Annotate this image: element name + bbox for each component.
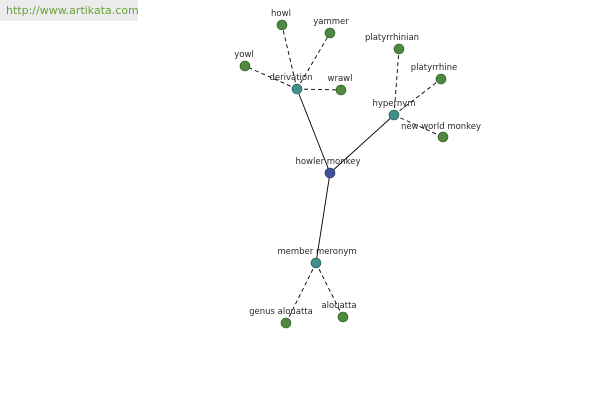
root-node-label: howler monkey [295,157,360,167]
relation-label-member-meronym: member meronym [277,247,356,257]
edge-root-to-hypernym [329,114,395,174]
term-label-platyrrhine: platyrrhine [411,63,457,73]
edge-member-meronym-to-alouatta [315,262,344,318]
edge-derivation-to-yammer [296,32,331,90]
term-label-genus-alouatta: genus alouatta [249,307,313,317]
edges-layer [244,24,444,324]
watermark-url[interactable]: http://www.artikata.com [0,0,139,21]
term-label-wrawl: wrawl [328,74,353,84]
nodes-layer: howler monkey derivation howl yammer yowl wra… [234,9,481,329]
edge-root-to-member-meronym [315,172,331,264]
edge-derivation-to-yowl [244,65,298,90]
term-label-howl: howl [271,9,291,19]
term-node-platyrrhinian[interactable] [393,43,405,55]
term-node-yammer[interactable] [324,27,336,39]
edge-root-to-derivation [296,88,331,174]
term-node-alouatta[interactable] [337,311,349,323]
edge-derivation-to-wrawl [296,88,342,91]
term-node-genus-alouatta[interactable] [280,317,292,329]
relation-node-derivation[interactable] [291,83,303,95]
term-label-new-world-monkey: new world monkey [401,122,481,132]
edge-hypernym-to-platyrrhine [393,78,442,116]
relation-node-hypernym[interactable] [388,109,400,121]
relation-label-derivation: derivation [269,73,312,83]
term-label-platyrrhinian: platyrrhinian [365,33,419,43]
term-label-yowl: yowl [234,50,254,60]
term-node-yowl[interactable] [239,60,251,72]
term-node-platyrrhine[interactable] [435,73,447,85]
term-node-howl[interactable] [276,19,288,31]
edge-derivation-to-howl [281,24,298,90]
root-node-howler-monkey[interactable] [324,167,336,179]
relation-label-hypernym: hypernym [372,99,415,109]
term-node-wrawl[interactable] [335,84,347,96]
edge-hypernym-to-new-world-monkey [393,114,444,138]
relation-node-member-meronym[interactable] [310,257,322,269]
term-label-yammer: yammer [313,17,349,27]
term-node-new-world-monkey[interactable] [437,131,449,143]
term-label-alouatta: alouatta [321,301,356,311]
